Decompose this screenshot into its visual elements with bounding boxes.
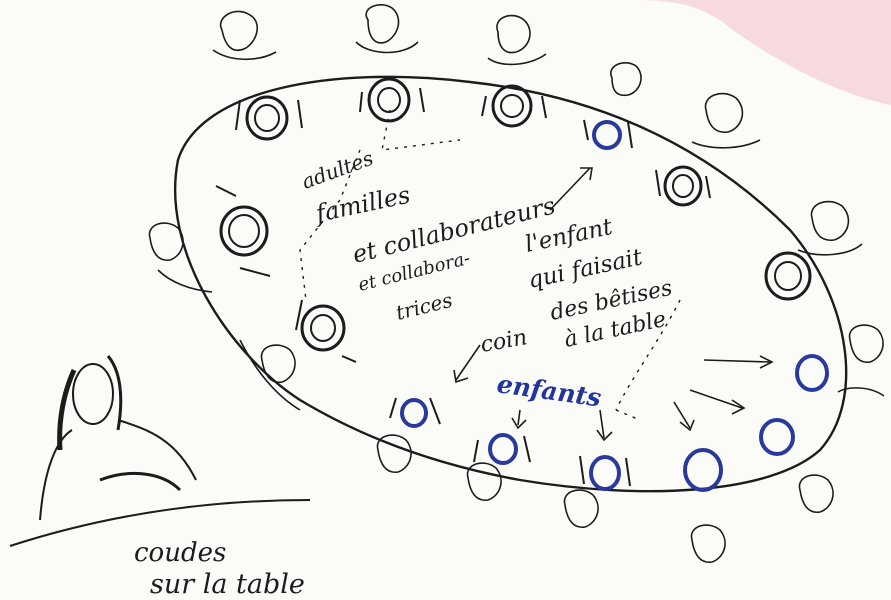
table-outline xyxy=(175,77,846,491)
woman-sketch xyxy=(10,356,310,546)
labels: adultes familles et collaborateurs et co… xyxy=(134,146,675,600)
label-familles: familles xyxy=(311,181,412,229)
label-enfants: enfants xyxy=(495,369,603,412)
label-coudes: coudes xyxy=(134,538,226,568)
label-collab-3: trices xyxy=(393,288,454,325)
label-adultes: adultes xyxy=(299,146,377,194)
label-coin: coin xyxy=(479,325,529,358)
pink-corner-shape xyxy=(640,0,891,105)
label-sur-la-table: sur la table xyxy=(150,569,305,600)
